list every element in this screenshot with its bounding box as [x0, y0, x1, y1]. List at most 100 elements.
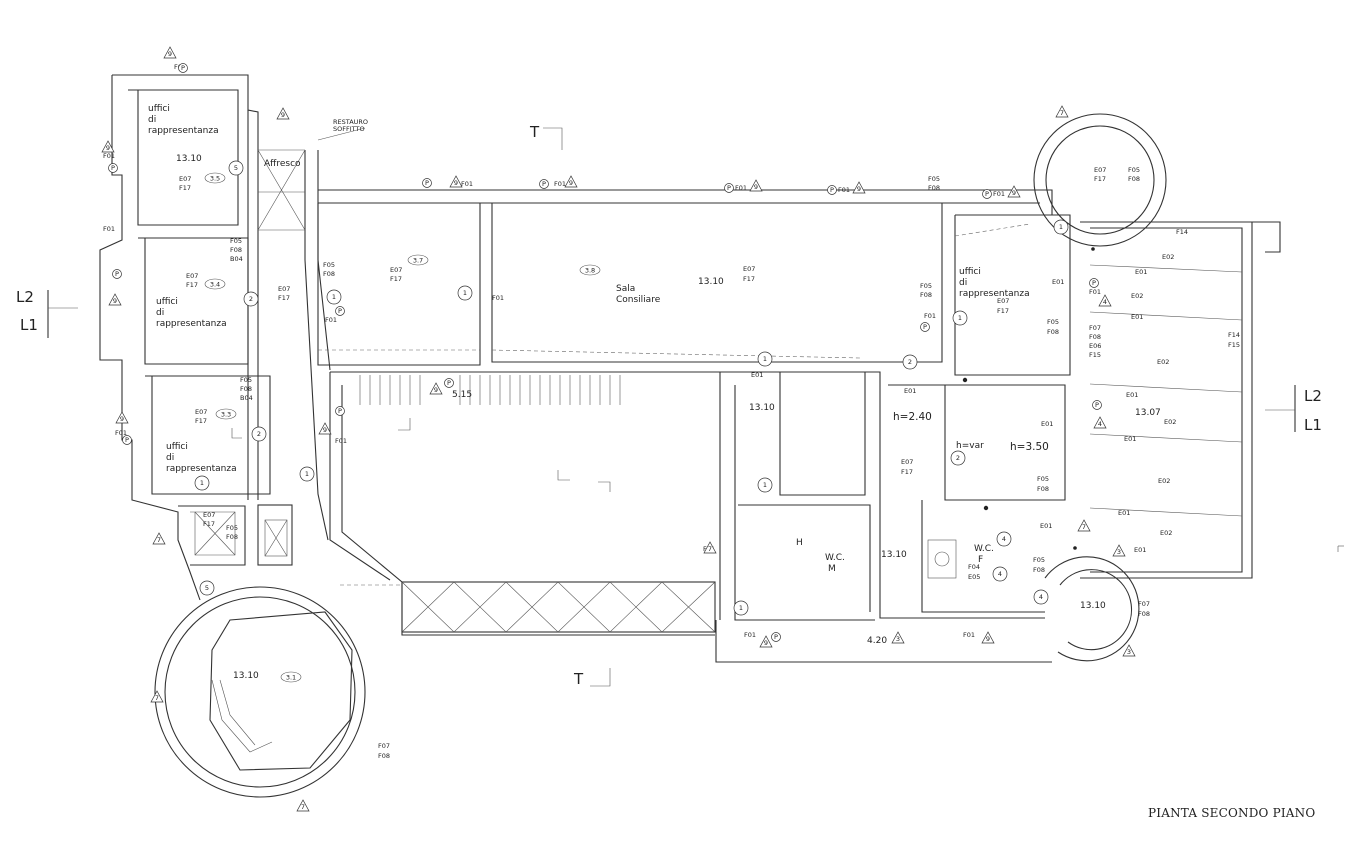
- marker-1-b-text: 1: [305, 470, 309, 478]
- tri-4-b-text: 4: [1098, 420, 1102, 428]
- tag-3-4-text: 3.4: [210, 281, 220, 289]
- room-wc-m-line2: M: [828, 564, 836, 574]
- room-h-label: H: [796, 538, 803, 548]
- p-marker-i: P: [539, 179, 549, 189]
- p-marker-i-text: P: [542, 180, 546, 188]
- tri-9-e-text: 9: [120, 415, 124, 423]
- section-labels: L2 L1 L2 L1 T T: [16, 123, 1322, 688]
- p-marker-g: P: [444, 378, 454, 388]
- code-f05-uff4b: F05: [1047, 318, 1059, 326]
- code-e07-r37: E07: [390, 266, 402, 274]
- height-var: h=var: [956, 441, 984, 451]
- code-f08-tower: F08: [1128, 175, 1140, 183]
- p-marker-p-text: P: [774, 633, 778, 641]
- code-e01-6: E01: [1134, 546, 1146, 554]
- height-3-50: h=3.50: [1010, 441, 1049, 453]
- code-f14-top: F14: [1176, 228, 1188, 236]
- p-marker-b: P: [108, 163, 118, 173]
- level-tower-se: 13.10: [1080, 601, 1106, 611]
- room-uffici-2-line1: uffici: [156, 297, 178, 307]
- code-f15-e2: F15: [1228, 341, 1240, 349]
- floor-levels: 13.10 13.10 13.10 13.10 13.10 13.10 13.0…: [176, 154, 1161, 681]
- tri-9-d: 9: [108, 293, 122, 306]
- marker-1-d-text: 1: [463, 289, 467, 297]
- p-marker-m-text: P: [923, 323, 927, 331]
- code-e07-r33: E07: [195, 408, 207, 416]
- tri-9-b: 9: [276, 107, 290, 120]
- p-marker-j: P: [724, 183, 734, 193]
- level-uffici-1: 13.10: [176, 154, 202, 164]
- code-f01-w3: F01: [115, 429, 127, 437]
- code-f01-n4: F01: [838, 186, 850, 194]
- section-l1-east: L1: [1304, 416, 1322, 434]
- marker-5-b: 5: [199, 580, 215, 596]
- room-labels: uffici di rappresentanza uffici di rappr…: [148, 104, 1049, 574]
- code-f01-r37: F01: [325, 316, 337, 324]
- code-e01-3: E01: [1126, 391, 1138, 399]
- code-f08-north: F08: [928, 184, 940, 192]
- room-wc-m-line1: W.C.: [825, 553, 845, 563]
- tri-7-f-text: 7: [301, 803, 305, 811]
- code-f17-tower: F17: [1094, 175, 1106, 183]
- p-marker-d-text: P: [125, 436, 129, 444]
- code-f01-n3: F01: [735, 184, 747, 192]
- marker-1-f-text: 1: [763, 481, 767, 489]
- marker-1-d: 1: [457, 285, 473, 301]
- marker-4-a: 4: [996, 531, 1012, 547]
- tag-3-7: 3.7: [407, 254, 429, 266]
- marker-1-g-text: 1: [739, 604, 743, 612]
- code-f01-uff4: F01: [924, 312, 936, 320]
- marker-2-c-text: 2: [908, 358, 912, 366]
- building-walls: [47, 74, 1344, 798]
- level-east-room: 13.07: [1135, 408, 1161, 418]
- marker-2-d-text: 2: [956, 454, 960, 462]
- tri-9-m-text: 9: [764, 639, 768, 647]
- p-marker-n-text: P: [1092, 279, 1096, 287]
- code-f04-wc: F04: [968, 563, 980, 571]
- p-marker-c: P: [112, 269, 122, 279]
- code-f01-south1: F01: [744, 631, 756, 639]
- code-f05-low: F05: [1033, 556, 1045, 564]
- code-f05-tower: F05: [1128, 166, 1140, 174]
- code-f15-e: F15: [1089, 351, 1101, 359]
- code-e02-5: E02: [1158, 477, 1170, 485]
- code-f17-h240: F17: [901, 468, 913, 476]
- code-e05-wc: E05: [968, 573, 980, 581]
- tri-9-h: 9: [449, 175, 463, 188]
- level-courtyard-stair: 5.15: [452, 390, 472, 400]
- code-f08-r33: F08: [240, 385, 252, 393]
- code-f17-r35: F17: [179, 184, 191, 192]
- column-dots: [962, 247, 1095, 550]
- code-e02-3: E02: [1157, 358, 1169, 366]
- code-e07-tower: E07: [1094, 166, 1106, 174]
- section-l2-west: L2: [16, 288, 34, 306]
- code-f14-e: F14: [1228, 331, 1240, 339]
- code-f05-r37: F05: [323, 261, 335, 269]
- p-marker-j-text: P: [727, 184, 731, 192]
- marker-2-c: 2: [902, 354, 918, 370]
- code-f08-r34: F08: [230, 246, 242, 254]
- code-f01-w1: F01: [103, 152, 115, 160]
- marker-1-e: 1: [757, 351, 773, 367]
- marker-4-b-text: 4: [998, 570, 1002, 578]
- code-f08-uff4: F08: [920, 291, 932, 299]
- marker-1-g: 1: [733, 600, 749, 616]
- note-restauro-line2: SOFFITTO: [333, 125, 365, 133]
- p-marker-b-text: P: [111, 164, 115, 172]
- tri-4-a-text: 4: [1103, 298, 1107, 306]
- p-marker-f: P: [335, 306, 345, 316]
- room-uffici-2-line3: rappresentanza: [156, 319, 227, 329]
- section-t-north: T: [529, 123, 540, 141]
- code-b04-r33: B04: [240, 394, 253, 402]
- marker-1-h-text: 1: [958, 314, 962, 322]
- tag-3-5: 3.5: [204, 172, 226, 184]
- room-wc-f-line1: W.C.: [974, 544, 994, 554]
- code-f01-sala-door: F01: [492, 294, 504, 302]
- code-f05-sm: F05: [226, 524, 238, 532]
- tri-9-l-text: 9: [1012, 189, 1016, 197]
- tri-9-i-text: 9: [569, 179, 573, 187]
- marker-1-i-text: 1: [1059, 223, 1063, 231]
- tri-9-f: 9: [318, 422, 332, 435]
- tri-7-a: 7: [1055, 105, 1069, 118]
- tri-7-b-text: 7: [1082, 523, 1086, 531]
